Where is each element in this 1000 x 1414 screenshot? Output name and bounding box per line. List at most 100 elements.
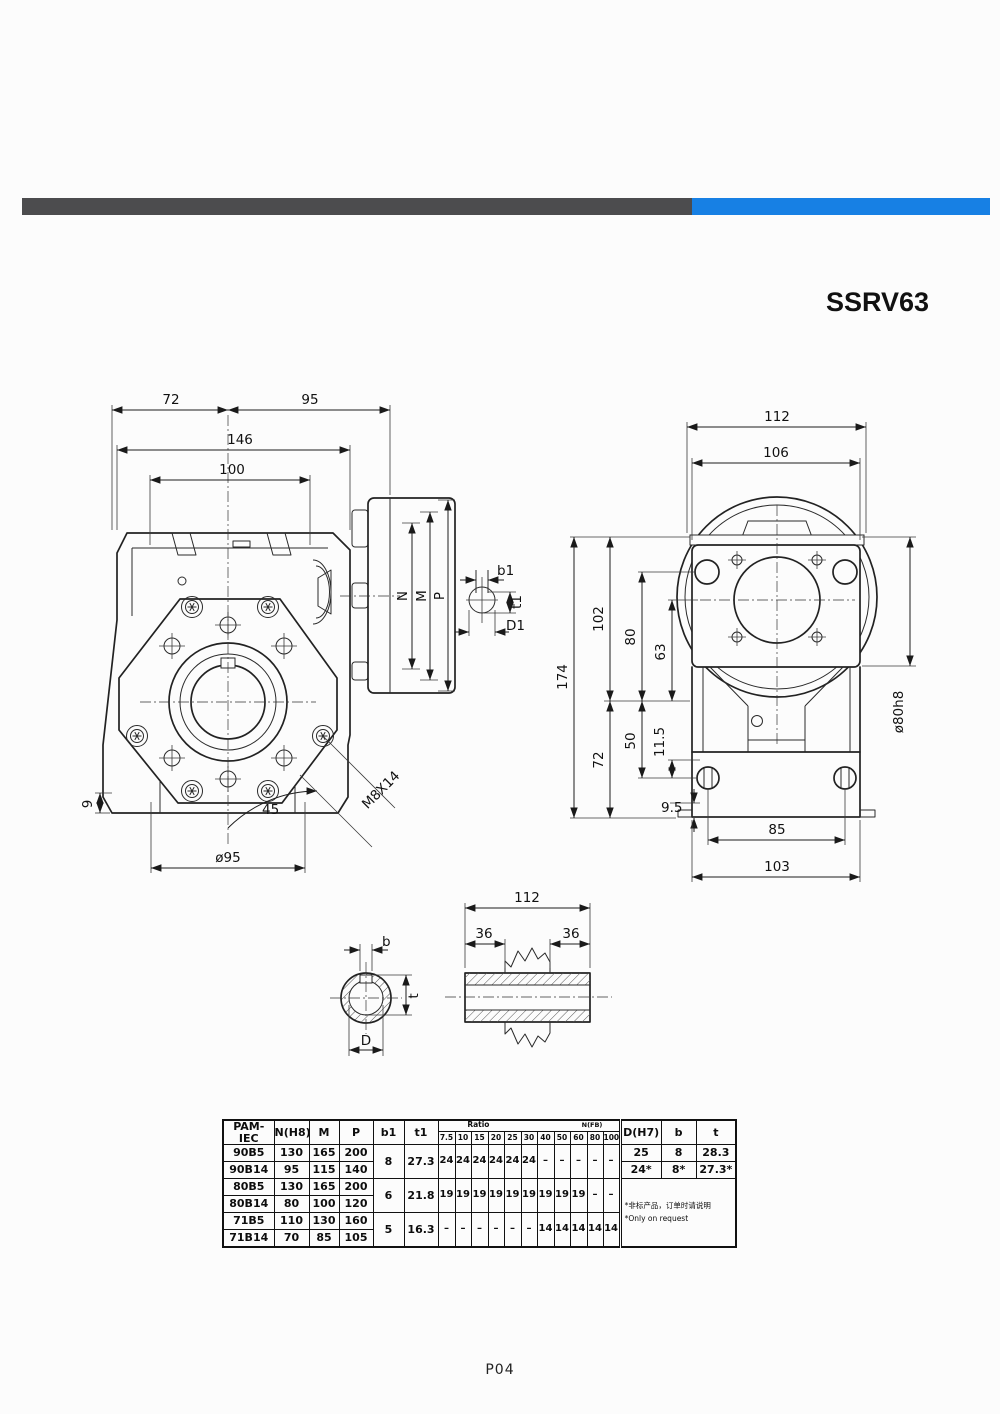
dim-label-D: D	[361, 1033, 371, 1049]
cell: 5	[372, 1212, 405, 1248]
dim-label-112-shaft: 112	[514, 890, 540, 906]
spec-table: PAM-IEC N(H8) M P b1 t1 Ratio N(FB) D(H7…	[222, 1119, 738, 1249]
dim-label-M: M	[414, 590, 430, 602]
dim-label-9: 9	[80, 800, 96, 809]
cell: 19	[487, 1178, 505, 1214]
cell: 19	[454, 1178, 472, 1214]
dim-label-36-left: 36	[475, 926, 492, 942]
cell: 85	[308, 1229, 340, 1248]
dim-label-85: 85	[768, 822, 785, 838]
cell: 14	[553, 1212, 571, 1248]
page-number: P04	[485, 1362, 515, 1378]
note-line-cn: *非标产品，订单时请说明	[624, 1200, 711, 1210]
ratio-col: 25	[503, 1131, 522, 1146]
cell: 90B5	[222, 1144, 275, 1163]
cell: 70	[273, 1229, 310, 1248]
dim-label-72s: 72	[591, 751, 607, 768]
ratio-col: 40	[536, 1131, 555, 1146]
cell: –	[437, 1212, 456, 1248]
cell: 100	[308, 1195, 340, 1214]
cell: 24	[520, 1144, 538, 1180]
cell: –	[586, 1144, 604, 1180]
table-row: 80B5 130 165 200 6 21.8 19 19 19 19 19 1…	[222, 1178, 737, 1248]
table-row: 71B5 110 130 160 5 16.3 – – – – – – 14 1…	[222, 1212, 736, 1248]
cell: –	[454, 1212, 472, 1248]
dim-label-11-5: 11.5	[652, 727, 668, 757]
dim-label-t1: t1	[509, 595, 525, 609]
dim-label-9-5: 9.5	[661, 800, 682, 816]
dim-label-45: 45	[262, 802, 279, 818]
cell: 165	[308, 1144, 340, 1163]
header-m: M	[308, 1119, 340, 1146]
cell: 24*	[618, 1161, 662, 1180]
dim-label-103: 103	[764, 859, 790, 875]
front-view-drawing: N M P b1 t1 D1	[80, 392, 525, 873]
table-note: *非标产品，订单时请说明 *Only on request	[618, 1178, 737, 1248]
cell: 90B14	[222, 1161, 275, 1180]
ratio-col: 50	[553, 1131, 571, 1146]
dim-label-112: 112	[764, 409, 790, 425]
cell: –	[520, 1212, 538, 1248]
dim-label-72: 72	[162, 392, 179, 408]
ratio-col: 15	[470, 1131, 489, 1146]
cell: 200	[338, 1178, 374, 1197]
cell: 105	[338, 1229, 374, 1248]
side-view-drawing: 112 106 174 102 80 63 72 50	[555, 409, 916, 882]
cell: –	[602, 1178, 621, 1214]
cell: 95	[273, 1161, 310, 1180]
ratio-label: Ratio	[467, 1120, 490, 1129]
table-row: 90B14 95 115 140 24* 8* 27.3*	[222, 1161, 737, 1180]
dim-label-102: 102	[591, 606, 607, 632]
header-b: b	[660, 1119, 697, 1146]
header-pam-iec: PAM-IEC	[222, 1119, 275, 1146]
dim-label-dia80h8: ø80h8	[891, 691, 907, 734]
cell: 160	[338, 1212, 374, 1231]
cell: 19	[437, 1178, 456, 1214]
cell: 80B14	[222, 1195, 275, 1214]
header-bar-blue-segment	[692, 198, 990, 215]
dim-label-146: 146	[227, 432, 253, 448]
ratio-col: 7.5	[437, 1131, 456, 1146]
cell: 6	[372, 1178, 405, 1214]
input-flange-side: N M P	[340, 497, 456, 694]
shaft-detail-drawing: b t D 112	[330, 890, 612, 1056]
ratio-col: 80	[586, 1131, 604, 1146]
cell: 24	[437, 1144, 456, 1180]
dim-label-50: 50	[623, 732, 639, 749]
dim-label-t: t	[406, 993, 422, 998]
cell: 130	[273, 1178, 310, 1197]
ratio-note-label: N(FB)	[581, 1120, 603, 1129]
dim-label-95: 95	[301, 392, 318, 408]
cell: 71B14	[222, 1229, 275, 1248]
cell: –	[470, 1212, 489, 1248]
cell: 130	[273, 1144, 310, 1163]
cell: 24	[470, 1144, 489, 1180]
cell: –	[503, 1212, 522, 1248]
dim-label-174: 174	[555, 664, 571, 690]
cell: 8*	[660, 1161, 697, 1180]
dim-label-P: P	[432, 592, 448, 600]
input-key-detail: b1 t1 D1	[455, 563, 525, 636]
dim-label-36-right: 36	[562, 926, 579, 942]
cell: 27.3*	[695, 1161, 737, 1180]
cell: 200	[338, 1144, 374, 1163]
cell: 130	[308, 1212, 340, 1231]
cell: 14	[602, 1212, 621, 1248]
ratio-col: 20	[487, 1131, 505, 1146]
page-title: SSRV63	[826, 287, 930, 317]
cell: –	[586, 1178, 604, 1214]
ratio-col: 60	[569, 1131, 588, 1146]
cell: 28.3	[695, 1144, 737, 1163]
table-row: 71B14 70 85 105	[222, 1229, 736, 1248]
dim-label-M8X14: M8X14	[359, 768, 403, 812]
header-n-h8: N(H8)	[273, 1119, 310, 1146]
dim-label-80: 80	[623, 628, 639, 645]
cell: 19	[520, 1178, 538, 1214]
ratio-col: 100	[602, 1131, 621, 1146]
dim-label-63: 63	[653, 643, 669, 660]
shaft-section-circle: b t D	[330, 934, 422, 1056]
table-row: 90B5 130 165 200 8 27.3 24 24 24 24 24 2…	[222, 1144, 737, 1180]
side-housing	[676, 496, 878, 818]
cell: 115	[308, 1161, 340, 1180]
side-view-dimensions: 112 106 174 102 80 63 72 50	[555, 409, 916, 882]
